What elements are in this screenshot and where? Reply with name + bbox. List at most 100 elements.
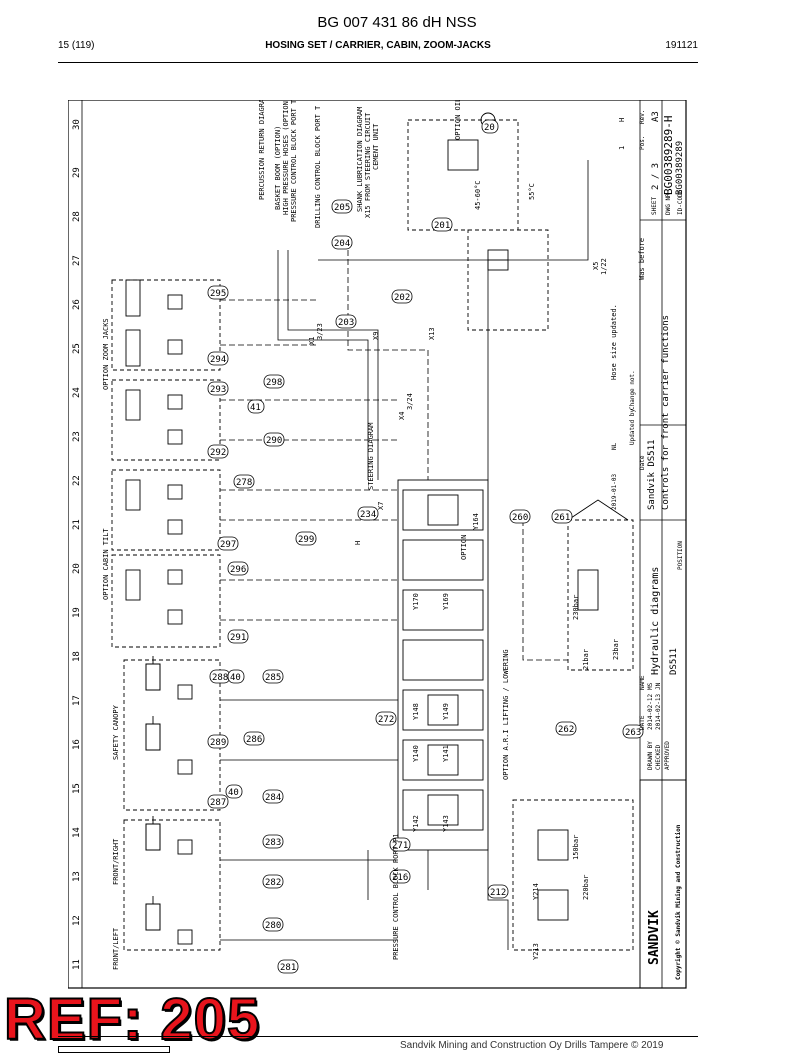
- label-x4: X4: [398, 412, 406, 420]
- dwg-label: DWG NR: [665, 193, 672, 215]
- callout-282: 282: [265, 878, 281, 888]
- label-x4-ref: 3/24: [406, 393, 414, 410]
- callout-285: 285: [265, 673, 281, 683]
- callout-289: 289: [210, 738, 226, 748]
- label-y214: Y214: [532, 883, 540, 900]
- grid-22: 22: [72, 475, 82, 486]
- label-temp2: 55°C: [528, 183, 536, 200]
- grid-19: 19: [72, 607, 82, 618]
- grid-25: 25: [72, 343, 82, 354]
- grid-12: 12: [72, 915, 82, 926]
- grid-11: 11: [72, 959, 82, 970]
- label-cabin-tilt: OPTION CABIN TILT: [102, 528, 110, 600]
- label-y149: Y149: [442, 703, 450, 720]
- callout-295: 295: [210, 289, 226, 299]
- callout-298: 298: [266, 378, 282, 388]
- reference-stamp: REF: 205: [3, 986, 261, 1053]
- label-150bar: 150bar: [572, 835, 580, 860]
- sheet-value: 2 / 3: [651, 163, 661, 190]
- callout-288: 288: [212, 673, 228, 683]
- drawn-date: 2014-02-12: [647, 693, 654, 730]
- callout-284: 284: [265, 793, 281, 803]
- label-x1-ref: 3/23: [316, 323, 324, 340]
- grid-29: 29: [72, 167, 82, 178]
- grid-14: 14: [72, 827, 82, 838]
- callout-204: 204: [334, 239, 350, 249]
- drawn-name: MS: [647, 682, 654, 690]
- callout-202: 202: [394, 293, 410, 303]
- label-y141: Y141: [442, 745, 450, 762]
- label-230bar: 230bar: [572, 595, 580, 620]
- callout-20: 20: [484, 123, 495, 133]
- label-high-pressure: HIGH PRESSURE HOSES (OPTION): [282, 100, 290, 215]
- checked-date: 2014-02-13: [655, 693, 662, 730]
- label-h: H: [354, 541, 362, 545]
- model-text: Sandvik DS511: [647, 440, 657, 510]
- label-x1: X1: [308, 337, 316, 345]
- label-front-right: FRONT/RIGHT: [112, 838, 120, 885]
- label-pcb-port: PRESSURE CONTROL BLOCK PORT T5: [290, 100, 298, 222]
- callout-278: 278: [236, 478, 252, 488]
- label-x7: X7: [377, 502, 385, 510]
- revision-date: 2019-01-03: [611, 473, 618, 510]
- page-number: 15 (119): [58, 40, 95, 51]
- drawn-by-label: DRAWN BY: [647, 741, 654, 770]
- actuators: [111, 279, 221, 951]
- label-cement: CEMENT UNIT: [372, 123, 380, 170]
- callout-262: 262: [558, 725, 574, 735]
- date-code: 191121: [665, 40, 698, 51]
- grid-17: 17: [72, 695, 82, 706]
- callout-292: 292: [210, 448, 226, 458]
- label-y140: Y140: [412, 745, 420, 762]
- callout-40b: 40: [230, 673, 241, 683]
- callout-261: 261: [554, 513, 570, 523]
- label-oil-air: OPTION OIL AIR COOLER: [454, 100, 462, 140]
- name-header: NAME: [639, 675, 646, 690]
- footer-text: Sandvik Mining and Construction Oy Drill…: [400, 1040, 664, 1051]
- callout-263: 263: [625, 728, 641, 738]
- label-y213: Y213: [532, 943, 540, 960]
- callout-293: 293: [210, 385, 226, 395]
- diagram-labels: FRONT/LEFT FRONT/RIGHT SAFETY CANOPY OPT…: [102, 100, 620, 970]
- grid-15: 15: [72, 783, 82, 794]
- header-row: 15 (119) HOSING SET / CARRIER, CABIN, ZO…: [58, 40, 698, 56]
- label-steering: STEERING DIAGRAM: [367, 423, 375, 490]
- company-logo: SANDVIK: [647, 910, 662, 965]
- change-not-label: Change not.: [629, 370, 636, 410]
- date-header: DATE: [639, 715, 646, 730]
- title-block: [639, 100, 687, 989]
- pos-label: Pos.: [639, 136, 646, 150]
- label-y170: Y170: [412, 593, 420, 610]
- pump-subsystems: [407, 112, 634, 951]
- label-23bar: 23bar: [612, 639, 620, 660]
- grid-21: 21: [72, 519, 82, 530]
- callout-281: 281: [280, 963, 296, 973]
- label-zoom-jacks: OPTION ZOOM JACKS: [102, 318, 110, 390]
- id-label: ID-CODE: [677, 189, 684, 215]
- grid-30: 30: [72, 119, 82, 130]
- callout-234: 234: [360, 510, 376, 520]
- rev-1: 1: [618, 146, 626, 150]
- label-option: OPTION: [460, 535, 468, 560]
- grid-26: 26: [72, 299, 82, 310]
- label-front-left: FRONT/LEFT: [112, 927, 120, 970]
- grid-16: 16: [72, 739, 82, 750]
- callout-41: 41: [250, 403, 261, 413]
- callout-280: 280: [265, 921, 281, 931]
- header-divider: [58, 62, 698, 63]
- label-x9: X9: [372, 332, 380, 340]
- label-y164: Y164: [472, 513, 480, 530]
- grid-18: 18: [72, 651, 82, 662]
- callout-287: 287: [210, 798, 226, 808]
- document-code: BG 007 431 86 dH NSS: [317, 14, 477, 31]
- rev-h: H: [618, 118, 626, 122]
- grid-28: 28: [72, 211, 82, 222]
- label-percussion: PERCUSSION RETURN DIAGRAM: [258, 100, 266, 200]
- checked-name: JN: [655, 682, 662, 690]
- copyright-text: Copyright © Sandvik Mining and Construct…: [675, 824, 682, 980]
- label-x5: X5: [592, 262, 600, 270]
- paper-size: A3: [651, 111, 661, 122]
- label-safety-canopy: SAFETY CANOPY: [112, 704, 120, 760]
- label-basket: BASKET BOOM (OPTION): [274, 126, 282, 210]
- label-x15: X15 FROM STEERING CIRCUIT: [364, 112, 372, 218]
